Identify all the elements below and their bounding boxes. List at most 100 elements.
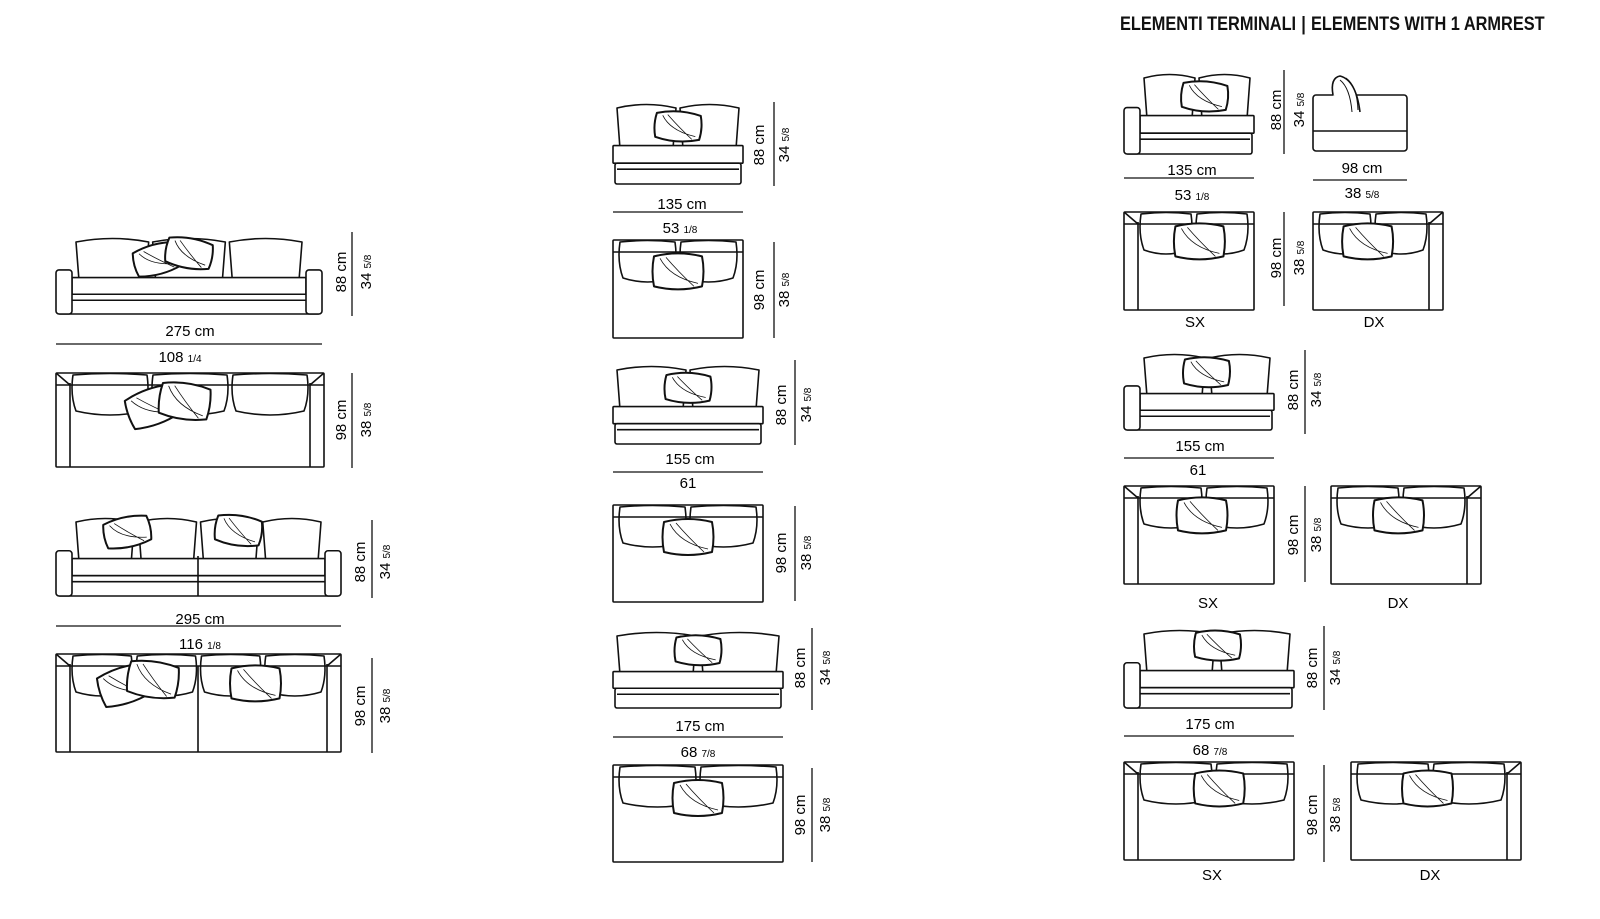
dim-295-width-cm: 295 cm xyxy=(175,611,224,628)
label-r135-sx: SX xyxy=(1185,314,1205,331)
pillow-crease xyxy=(237,669,276,699)
dim-r155-height-cm: 88 cm xyxy=(1285,370,1302,411)
sofa-275-front-arm-left xyxy=(55,269,73,315)
sofa-295-plan-pillow xyxy=(125,659,180,700)
dim-m175-height-cm: 88 cm xyxy=(792,648,809,689)
el-r175-plan-sx-pillow xyxy=(1192,769,1246,808)
dim-m175-height-in: 34 5/8 xyxy=(817,650,834,685)
el-r175-plan-dx-arm-right-corner xyxy=(1506,761,1522,775)
el-m135-plan-pillow xyxy=(651,252,705,291)
el-m155-front-pillow xyxy=(663,371,713,404)
pillow-crease xyxy=(679,783,719,814)
el-r175-front-arm-left xyxy=(1123,661,1141,709)
dim-m155-height-cm: 88 cm xyxy=(773,385,790,426)
dim-275-width-in: 108 1/4 xyxy=(158,349,202,366)
dim-r155-depth-in: 38 5/8 xyxy=(1308,517,1325,552)
dim-m155-width-in: 61 xyxy=(680,475,697,492)
el-m135-front-seat xyxy=(612,144,744,165)
el-m135-front-pillow xyxy=(653,110,703,143)
sofa-275-plan-arm-left-corner xyxy=(55,372,71,386)
throw-pillow xyxy=(661,518,715,557)
el-r155-plan-sx-arm-left-corner xyxy=(1123,485,1139,499)
label-r155-sx: SX xyxy=(1198,595,1218,612)
dim-r155-width-in: 61 xyxy=(1190,462,1207,479)
pillow-crease xyxy=(1349,227,1388,257)
pillow-crease xyxy=(223,517,256,545)
el-r155-front-arm-left xyxy=(1123,385,1141,431)
pillow-crease xyxy=(1409,774,1448,804)
el-r175-plan-dx-pillow xyxy=(1401,769,1454,808)
el-r155-front-base xyxy=(1125,409,1273,431)
pillow-crease xyxy=(672,376,706,401)
el-m175-front-base xyxy=(614,687,782,709)
dim-r175-depth-in: 38 5/8 xyxy=(1327,797,1344,832)
dim-275-height-cm: 88 cm xyxy=(333,252,350,293)
el-r175-front-pillow xyxy=(1193,629,1242,662)
el-r135-side-base xyxy=(1312,94,1408,152)
el-r155-plan-dx-arm-right-corner xyxy=(1466,485,1482,499)
el-r175-plan-sx-arm-left-corner xyxy=(1123,761,1139,775)
el-r155-front-pillow xyxy=(1182,356,1231,389)
el-r135-plan-dx-pillow xyxy=(1341,222,1395,261)
dim-r155-height-in: 34 5/8 xyxy=(1308,372,1325,407)
title-italian: ELEMENTI TERMINALI xyxy=(1120,14,1297,35)
label-r135-dx: DX xyxy=(1364,314,1385,331)
el-m155-front-seat xyxy=(612,405,764,425)
throw-pillow xyxy=(1192,769,1246,808)
sofa-295-front-back-cushion xyxy=(261,517,322,562)
el-r135-front-arm-left xyxy=(1123,106,1141,155)
dim-r175-width-cm: 175 cm xyxy=(1185,716,1234,733)
throw-pillow xyxy=(1372,496,1425,535)
dim-295-height-cm: 88 cm xyxy=(352,542,369,583)
throw-pillow xyxy=(653,110,703,143)
dim-r135-height-in: 34 5/8 xyxy=(1291,92,1308,127)
el-r135-plan-dx-arm-right-corner xyxy=(1428,211,1444,225)
dim-m155-depth-cm: 98 cm xyxy=(773,533,790,574)
el-m175-plan-pillow xyxy=(671,778,725,817)
pillow-crease xyxy=(1200,774,1240,804)
sofa-275-front-back-cushion xyxy=(75,237,150,281)
dim-m135-width-in: 53 1/8 xyxy=(663,220,698,237)
el-r135-plan-sx-pillow xyxy=(1172,222,1226,261)
sofa-275-front-back-cushion xyxy=(228,237,303,281)
dim-295-depth-in: 38 5/8 xyxy=(377,688,394,723)
dim-m135-depth-in: 38 5/8 xyxy=(776,272,793,307)
label-r155-dx: DX xyxy=(1388,595,1409,612)
pillow-crease xyxy=(682,638,716,664)
dim-r135-height-cm: 88 cm xyxy=(1268,90,1285,131)
dim-m135-depth-cm: 98 cm xyxy=(751,270,768,311)
pillow-crease xyxy=(669,522,709,553)
pillow-crease xyxy=(1190,360,1225,386)
sofa-295-front-arm-right xyxy=(324,549,342,597)
dim-m175-width-cm: 175 cm xyxy=(675,718,724,735)
throw-pillow xyxy=(1182,356,1231,389)
pillow-crease xyxy=(109,523,147,542)
dim-m155-height-in: 34 5/8 xyxy=(798,387,815,422)
dim-295-depth-cm: 98 cm xyxy=(352,686,369,727)
throw-pillow xyxy=(663,371,713,404)
dim-r135-side-width-cm: 98 cm xyxy=(1342,160,1383,177)
dimension-lines xyxy=(56,70,1407,862)
dim-r135-depth-cm: 98 cm xyxy=(1268,238,1285,279)
label-r175-sx: SX xyxy=(1202,867,1222,884)
el-r135-front-seat xyxy=(1139,114,1255,134)
pillow-crease xyxy=(662,114,696,140)
pillow-crease xyxy=(1201,633,1236,659)
sofa-275-front-base xyxy=(57,293,321,315)
dim-r175-depth-cm: 98 cm xyxy=(1304,795,1321,836)
dim-m155-width-cm: 155 cm xyxy=(665,451,714,468)
sofa-275-plan-pillow xyxy=(157,381,212,421)
el-r135-side-cushion-lines xyxy=(1339,77,1359,113)
dim-m135-height-cm: 88 cm xyxy=(751,125,768,166)
dim-r155-width-cm: 155 cm xyxy=(1175,438,1224,455)
sofa-275-plan-arm-right-corner xyxy=(309,372,325,386)
dim-r155-depth-cm: 98 cm xyxy=(1285,515,1302,556)
pillow-crease xyxy=(1181,227,1220,257)
pillow-crease xyxy=(659,257,699,287)
pillow-crease xyxy=(1380,501,1419,531)
throw-pillow xyxy=(229,664,282,703)
dim-295-height-in: 34 5/8 xyxy=(377,544,394,579)
throw-pillow xyxy=(671,778,725,817)
sofa-drawings xyxy=(55,73,1522,863)
